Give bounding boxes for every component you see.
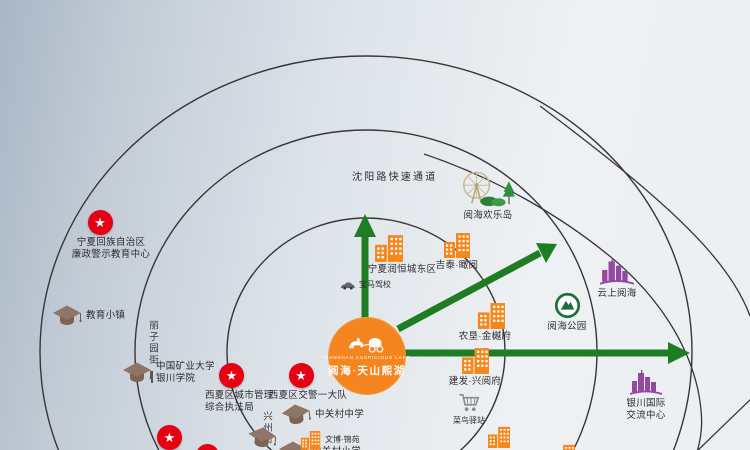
star-badge-icon: ★ [196,444,219,450]
star-badge-icon: ★ [288,363,314,388]
street-label-liziyuan: 丽子园街 [145,320,159,383]
building-icon [487,426,511,448]
building-icon [552,444,576,450]
poi-chengguan-ju[interactable]: ★ 西夏区城市管理 综合执法局 [205,363,274,415]
poi-yuehai-huanledao[interactable]: 阅海欢乐岛 [450,170,526,222]
graduation-cap-icon [280,401,312,428]
poi-kuangye-daxue[interactable]: 中国矿业大学 银川学院 [122,361,215,386]
poi-guoji-jiaoliu-zhongxin[interactable]: 银川国际 交流中心 [617,368,675,423]
poi-yunshang-yuehai[interactable]: 云上阅海 [586,256,648,300]
building-icon [443,232,471,258]
project-marker[interactable]: TIANSHAN AUSPICIOUS LAKE 阅海·天山熙湖 [323,317,410,395]
building-icon [477,302,506,329]
arrow-up [354,214,376,322]
horse-carriage-icon [346,334,388,353]
arrow-upright [396,243,557,333]
street-label-xingzhou: 兴州街 [261,411,272,446]
expressway-curve-outer [539,105,750,317]
expressway-label: 沈阳路快速通道 [352,172,438,183]
corner-road [697,398,750,450]
poi-jitai-kanyue[interactable]: 吉泰·瞰阅 [428,232,486,272]
building-icon [461,347,490,374]
poi-baoma-jiaxiao[interactable]: 宝马驾校 [340,280,391,290]
poi-wenbo-jinyuan[interactable]: 文博·锦苑 [300,430,360,450]
park-mountain-icon [554,292,581,319]
poi-runheng-chengdongqu[interactable]: 宁夏润恒城东区 [352,234,452,276]
graduation-cap-icon [122,361,152,385]
poi-lvcheng[interactable]: 绿城·明月江南 [476,426,522,450]
skyline-building-icon [630,368,662,396]
street-tick [151,371,153,383]
building-icon [374,234,404,262]
shopping-cart-icon [456,389,482,414]
star-badge-icon: ★ [87,210,113,235]
poi-nongken-jinyuefu[interactable]: 农垦·金樾府 [452,302,518,343]
outer-ring [39,55,693,450]
graduation-cap-icon [52,304,82,328]
arrow-right [402,342,690,364]
poi-star-unlabeled-left[interactable]: ★ [157,425,182,450]
building-icon [300,430,321,450]
ferris-wheel-icon [459,170,517,208]
poi-yuehai-gongyuan[interactable]: 阅海公园 [540,292,594,333]
poi-jiaoyu-xiaozhen[interactable]: 教育小镇 [52,304,125,328]
poi-jiaojing-dadui[interactable]: ★ 西夏区交警一大队 [264,363,352,402]
poi-lianzheng-center[interactable]: ★ 宁夏回族自治区 廉政警示教育中心 [65,210,157,262]
project-name-zh: 阅海·天山熙湖 [328,365,406,377]
poi-building-unlabeled[interactable] [552,444,576,450]
car-icon [340,280,355,290]
skyline-building-icon [600,256,634,286]
project-name-en: TIANSHAN AUSPICIOUS LAKE [323,355,411,360]
poi-star-unlabeled-bottom[interactable]: ★ [196,444,219,450]
star-badge-icon: ★ [219,363,244,388]
poi-zhongguancun-xiaoxue[interactable]: 中关村小学 [278,440,361,450]
poi-cainiao-yizhan[interactable]: 菜鸟驿站 [447,389,491,426]
poi-jianfa-xingyuefu[interactable]: 建发·兴阅府 [442,347,508,388]
graduation-cap-icon [246,424,278,450]
star-badge-icon: ★ [157,425,182,450]
poi-zhongguancun-zhongxue[interactable]: 中关村中学 [281,403,364,427]
